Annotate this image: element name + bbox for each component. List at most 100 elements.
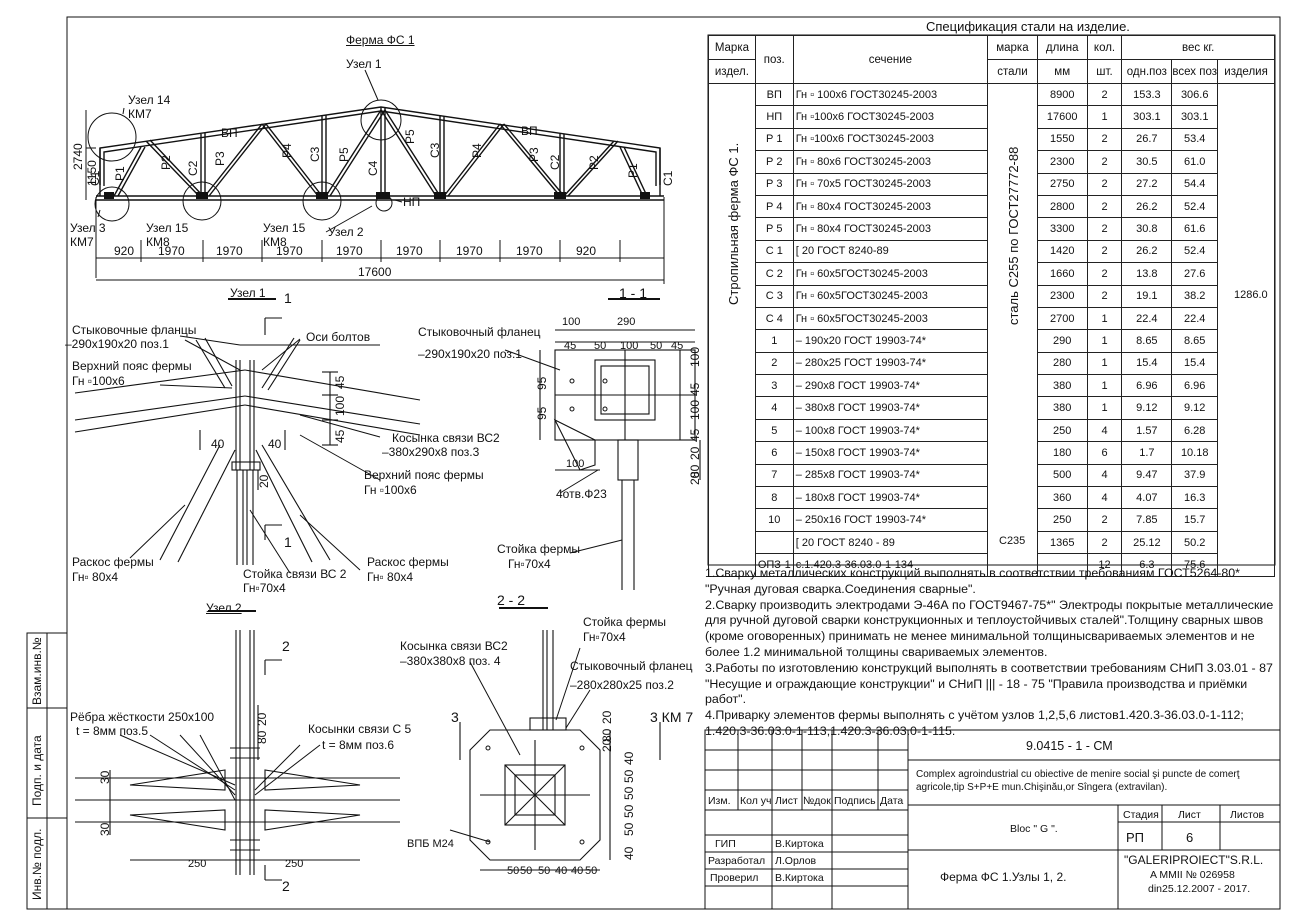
spec-cell-w2: 54.4	[1171, 173, 1219, 196]
section-mark: 1	[284, 534, 292, 550]
spec-cell-sec: – 250х16 ГОСТ 19903-74*	[792, 508, 989, 532]
spec-cell-sec: Гн ▫ 80х4 ГОСТ30245-2003	[792, 195, 989, 219]
role-name: Л.Орлов	[775, 855, 817, 867]
spec-cell-pos	[754, 531, 794, 555]
member-label: С2	[548, 154, 562, 170]
section22-dim: 40	[622, 751, 636, 765]
spec-cell-w2: 38.2	[1171, 285, 1219, 308]
section11-label: Стыковочный фланец	[418, 325, 541, 339]
spec-cell-sec: Гн ▫100х6 ГОСТ30245-2003	[792, 128, 989, 152]
node2-dim: 250	[188, 858, 207, 870]
section11-dim: 20	[688, 471, 702, 485]
spec-cell-qty: 2	[1086, 217, 1123, 241]
spec-cell-w2: 52.4	[1171, 240, 1219, 264]
spec-cell-empty	[987, 83, 1038, 106]
section22-label: Стыковочный фланец	[570, 659, 693, 673]
spec-cell-qty: 1	[1086, 396, 1123, 420]
header-w-item: изделия	[1217, 59, 1275, 84]
role: Разработал	[708, 855, 766, 867]
node-label: Узел 1	[346, 57, 382, 71]
spec-cell-w2: 61.6	[1171, 217, 1219, 241]
sheet-label: Лист	[1178, 809, 1201, 821]
node1-label: Раскос фермы	[367, 555, 449, 569]
node1-label: Оси болтов	[306, 330, 371, 344]
spec-cell-len: 500	[1036, 464, 1088, 488]
node1-label: Верхний пояс фермы	[72, 359, 192, 373]
header-qty2: шт.	[1086, 59, 1123, 84]
spec-table: Марка поз. сечение марка длина кол. вес …	[708, 35, 1275, 577]
col-head: Кол уч	[740, 795, 772, 807]
stage-label: Стадия	[1123, 809, 1159, 821]
item-mark: Стропильная ферма ФС 1.	[726, 142, 741, 305]
spec-cell-w2: 52.4	[1171, 195, 1219, 219]
node-label: КМ7	[128, 107, 152, 121]
doc-code: 9.0415 - 1 - СМ	[1026, 739, 1113, 753]
section11-dim: 100	[688, 399, 702, 420]
header-w-one: одн.поз	[1121, 59, 1173, 84]
total-span-dim: 17600	[358, 265, 392, 279]
col-head: Лист	[775, 795, 798, 807]
member-label: Р3	[213, 151, 227, 166]
spec-cell-w2: 15.7	[1171, 508, 1219, 532]
section11-dim: 45	[564, 340, 577, 352]
node2-label: Рёбра жёсткости 250х100	[70, 710, 215, 724]
spec-cell-pos: 3	[754, 374, 794, 398]
header-steel: марка	[987, 35, 1038, 60]
span-dim: 1970	[396, 244, 423, 258]
spec-cell-w1: 6.3	[1121, 553, 1173, 577]
section22-dim: 40	[555, 865, 568, 877]
header-mark2: издел.	[708, 59, 756, 84]
spec-cell-empty	[987, 352, 1038, 375]
spec-cell-sec: [ 20 ГОСТ 8240-89	[792, 240, 989, 264]
spec-cell-len: 2700	[1036, 307, 1088, 331]
spec-cell-pos: Р 2	[754, 150, 794, 174]
spec-cell-len: 250	[1036, 419, 1088, 443]
spec-cell-qty: 2	[1086, 262, 1123, 286]
node-label: КМ7	[70, 235, 94, 249]
spec-cell-len: 2800	[1036, 195, 1088, 219]
section22-title: 2 - 2	[497, 592, 526, 608]
side-stamp-label: Подп. и дата	[30, 735, 44, 806]
node1-title: Узел 1	[230, 286, 266, 300]
span-dim: 1970	[336, 244, 363, 258]
spec-cell-len: 380	[1036, 396, 1088, 420]
spec-cell-len: 1420	[1036, 240, 1088, 264]
spec-cell-empty	[987, 441, 1038, 465]
node2-detail	[75, 630, 400, 881]
spec-cell-pos: С 1	[754, 240, 794, 264]
node1-label: Верхний пояс фермы	[364, 468, 484, 482]
stage-value: РП	[1126, 830, 1145, 845]
spec-cell-empty	[987, 464, 1038, 487]
spec-cell-len: 380	[1036, 374, 1088, 398]
spec-cell-w1: 1.57	[1121, 419, 1173, 443]
spec-cell-sec: – 150х8 ГОСТ 19903-74*	[792, 441, 989, 465]
spec-cell-empty	[1217, 105, 1275, 129]
spec-cell-w2: 8.65	[1171, 329, 1219, 353]
spec-cell-empty	[1217, 307, 1275, 330]
span-dim: 920	[576, 244, 597, 258]
spec-cell-empty	[987, 374, 1038, 397]
section22-label: –280х280х25 поз.2	[570, 678, 674, 692]
node-label: Узел 3	[70, 221, 106, 235]
spec-cell-empty	[708, 441, 756, 465]
spec-cell-pos: 2	[754, 352, 794, 376]
header-section: сечение	[792, 35, 989, 84]
member-label: Р2	[159, 155, 173, 170]
spec-cell-pos: С 3	[754, 285, 794, 308]
spec-cell-len: 250	[1036, 508, 1088, 532]
spec-cell-qty: 4	[1086, 419, 1123, 443]
member-label: Р5	[403, 129, 417, 144]
spec-cell-empty	[1217, 419, 1275, 442]
spec-cell-empty	[987, 329, 1038, 353]
general-notes: 1.Сварку металлических конструкций выпол…	[705, 566, 1280, 740]
note-item: 3.Работы по изготовлению конструкций вып…	[705, 660, 1273, 707]
